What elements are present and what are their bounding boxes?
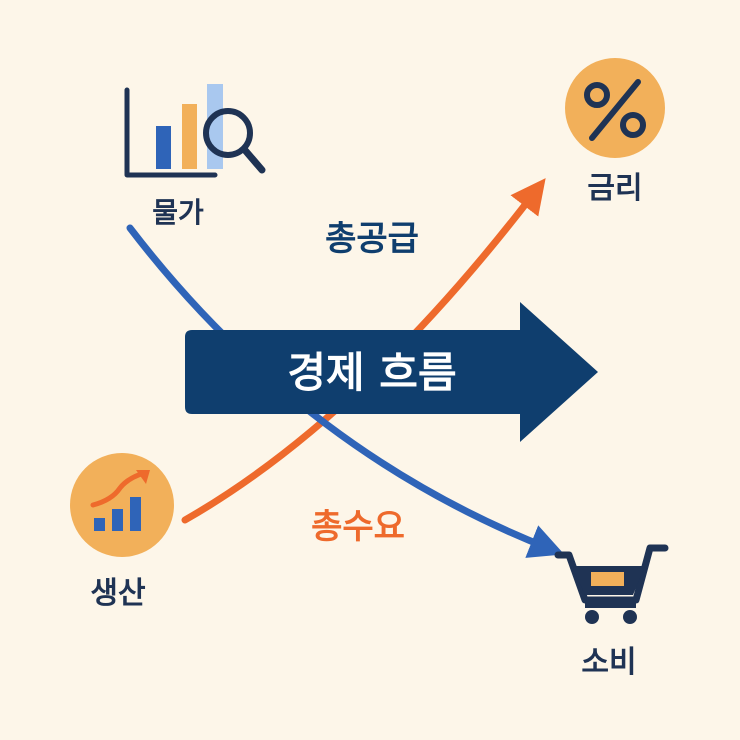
shopping-cart-icon [554,544,669,624]
economic-flow-arrow [185,302,598,442]
supply-label: 총공급 [325,219,419,259]
demand-curve [126,224,565,558]
production-label: 생산 [90,576,146,611]
percent-icon [565,58,665,158]
bar-chart-magnifier-icon [124,84,266,178]
center-title: 경제 흐름 [287,348,456,397]
demand-label: 총수요 [311,507,405,547]
growth-chart-icon [70,453,174,557]
interest-label: 금리 [587,171,642,206]
consumption-label: 소비 [581,645,636,680]
prices-label: 물가 [152,196,204,229]
